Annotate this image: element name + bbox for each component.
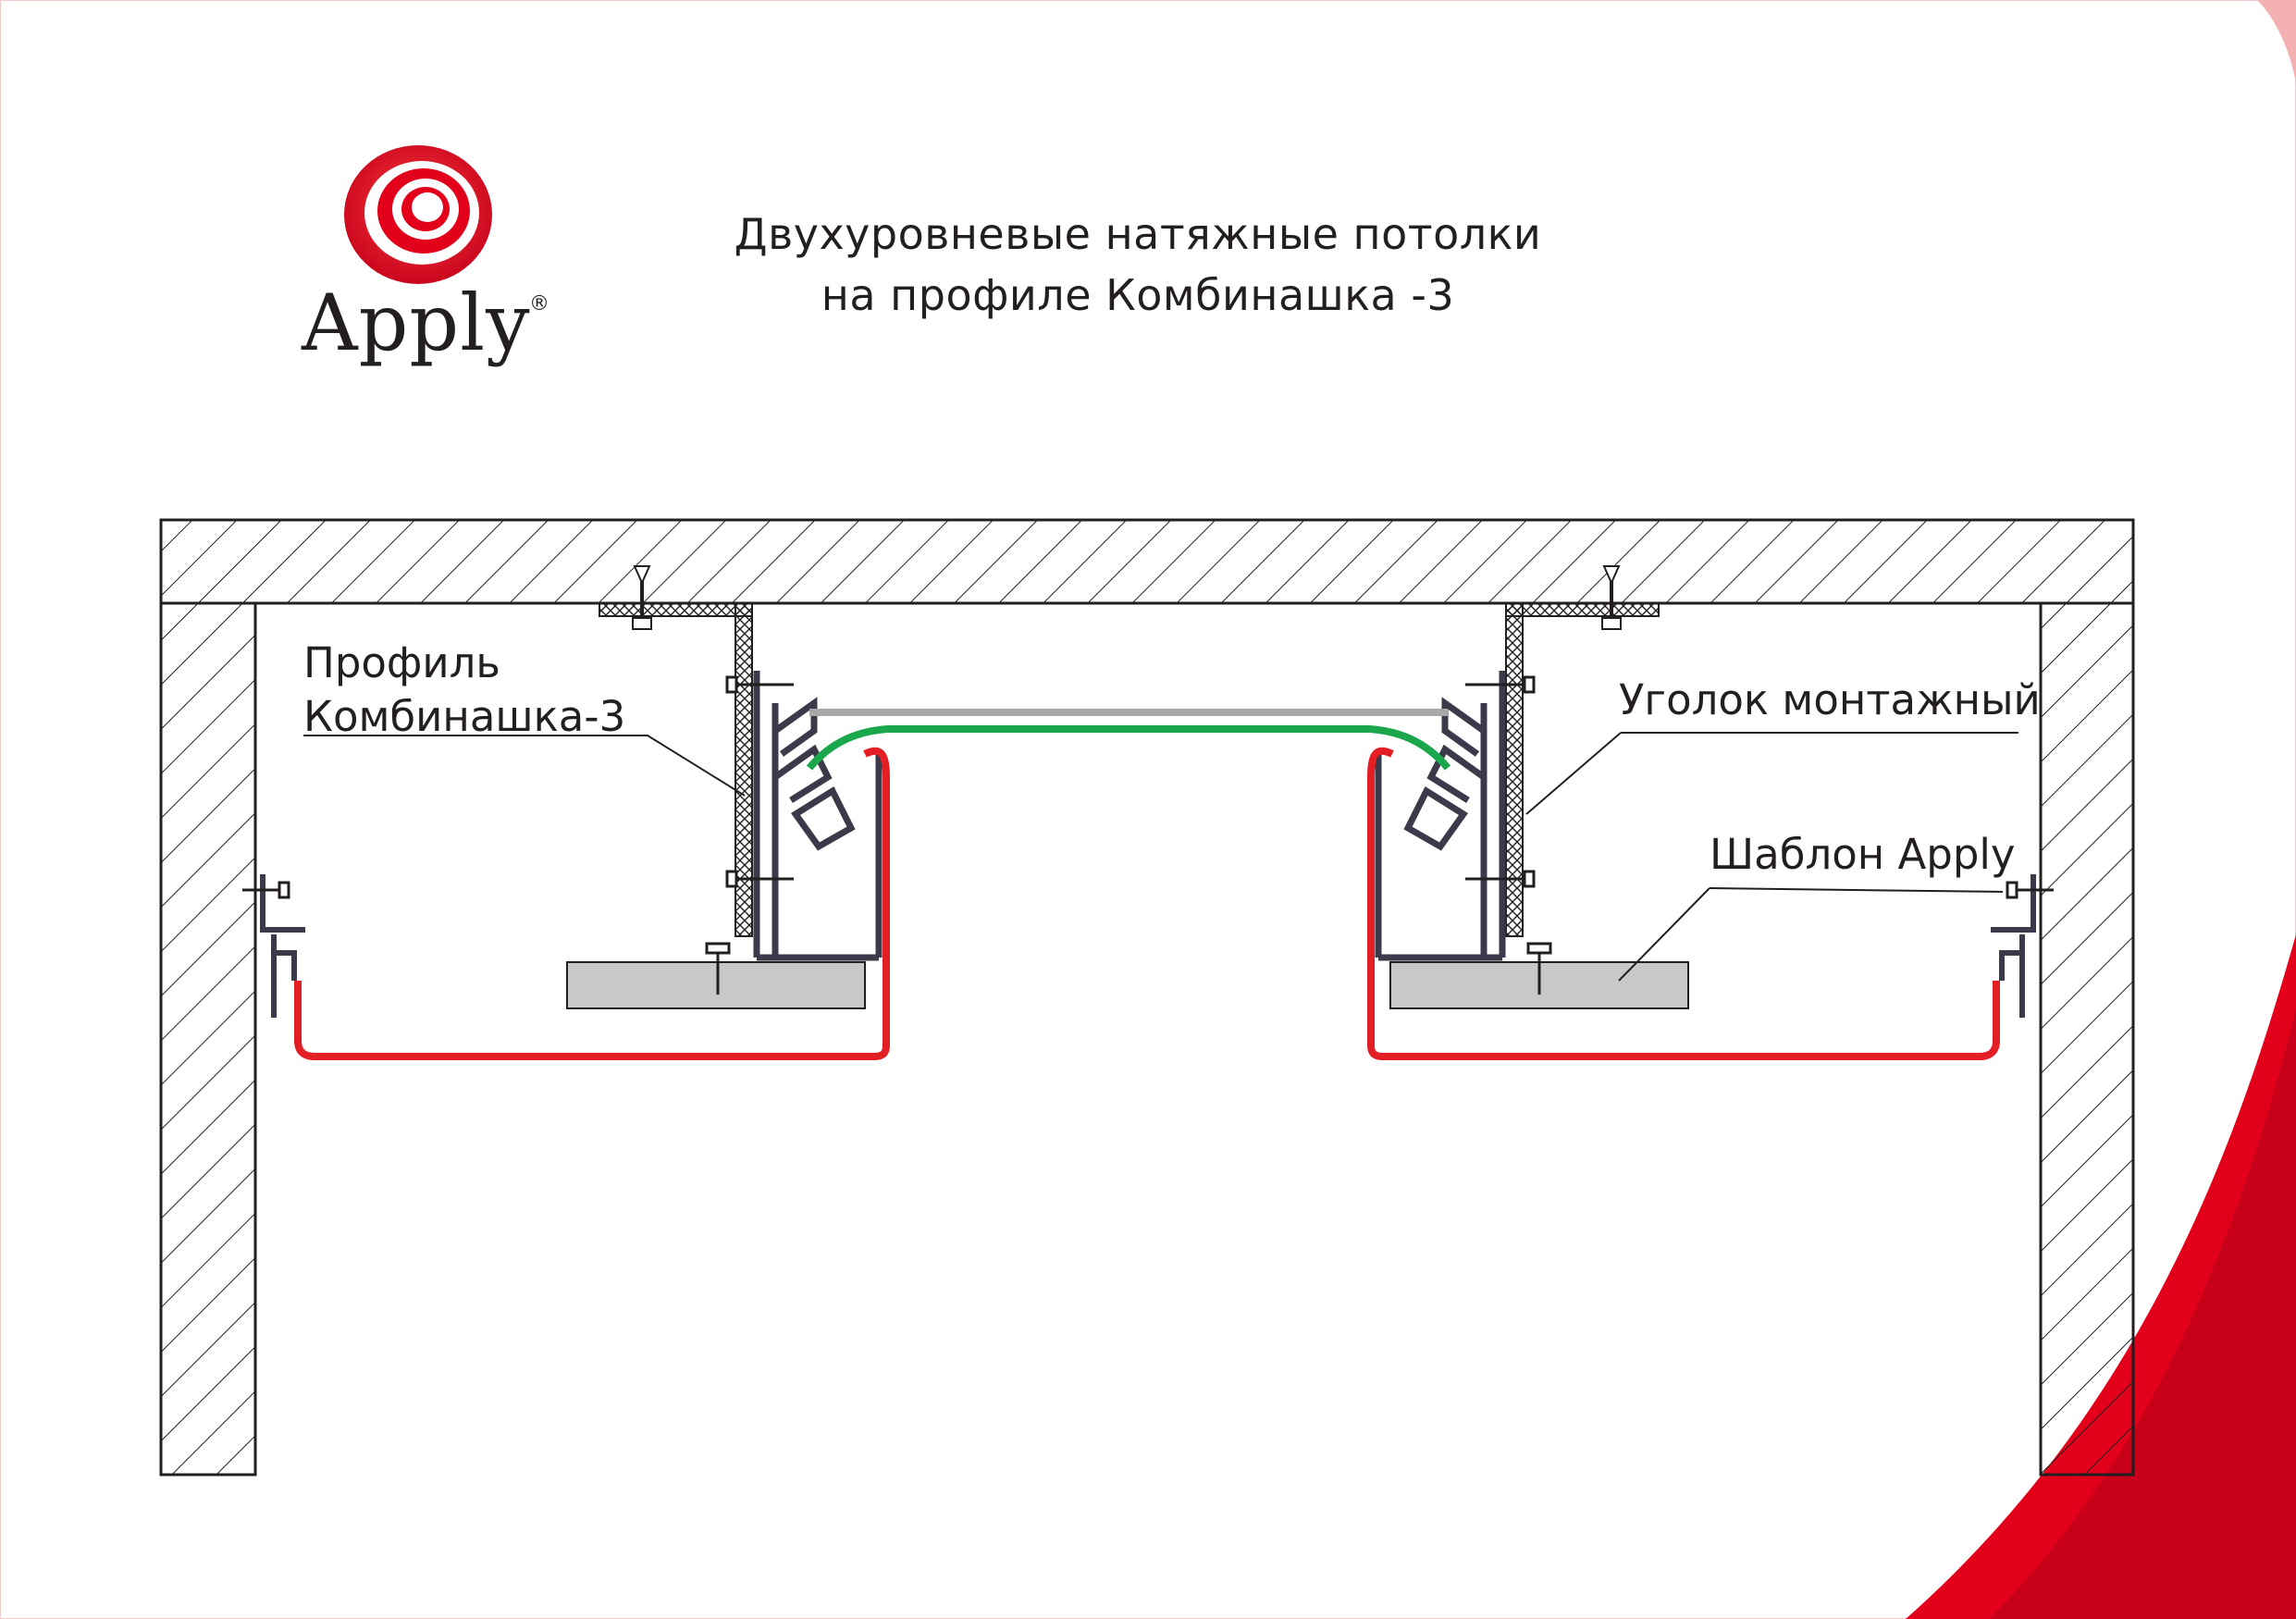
left-mounting-angle bbox=[599, 602, 753, 937]
title-line-2: на профиле Комбинашка -3 bbox=[821, 270, 1455, 320]
upper-film bbox=[806, 725, 1451, 771]
callout-profile-line1: Профиль bbox=[303, 638, 500, 687]
right-profile-kombinashka bbox=[1375, 671, 1506, 961]
right-mounting-angle bbox=[1505, 602, 1660, 937]
left-profile-kombinashka bbox=[753, 671, 883, 961]
callout-profile-line2: Комбинашка-3 bbox=[303, 692, 626, 741]
title-line-1: Двухуровневые натяжные потолки bbox=[734, 209, 1542, 259]
left-template-screw-icon bbox=[705, 942, 731, 995]
callout-profile: Профиль Комбинашка-3 bbox=[303, 636, 625, 744]
right-wall-perimeter-profile bbox=[1991, 874, 2036, 1018]
accent-swoosh-highlight bbox=[1989, 1008, 2296, 1619]
registered-mark: ® bbox=[529, 292, 549, 315]
right-wall-screw-icons bbox=[1465, 675, 1536, 888]
brand-name: Apply bbox=[302, 278, 531, 368]
left-ceiling-screw-icon bbox=[632, 565, 652, 630]
left-wall-perimeter-profile bbox=[260, 874, 305, 1018]
lower-film-left bbox=[294, 747, 890, 1060]
accent-top-right bbox=[2257, 0, 2296, 83]
callout-apply-template: Шаблон Apply bbox=[1710, 830, 2016, 879]
ceiling-slab bbox=[159, 518, 2135, 605]
left-wall-screw-icons bbox=[725, 675, 794, 888]
right-ceiling-screw-icon bbox=[1601, 565, 1622, 630]
right-template-screw-icon bbox=[1526, 942, 1552, 995]
right-wall-screw-icon bbox=[2006, 881, 2054, 899]
lower-film-right bbox=[1367, 747, 2000, 1060]
callout-mounting-angle: Уголок монтажный bbox=[1619, 675, 2041, 724]
left-apply-template bbox=[566, 961, 866, 1009]
left-wall bbox=[159, 601, 257, 1477]
callout-leader-lines bbox=[303, 732, 2018, 982]
left-wall-screw-icon bbox=[242, 881, 290, 899]
apply-logo-icon bbox=[344, 145, 492, 284]
diagram-title: Двухуровневые натяжные потолки на профил… bbox=[666, 204, 1610, 326]
right-wall bbox=[2039, 601, 2135, 1477]
